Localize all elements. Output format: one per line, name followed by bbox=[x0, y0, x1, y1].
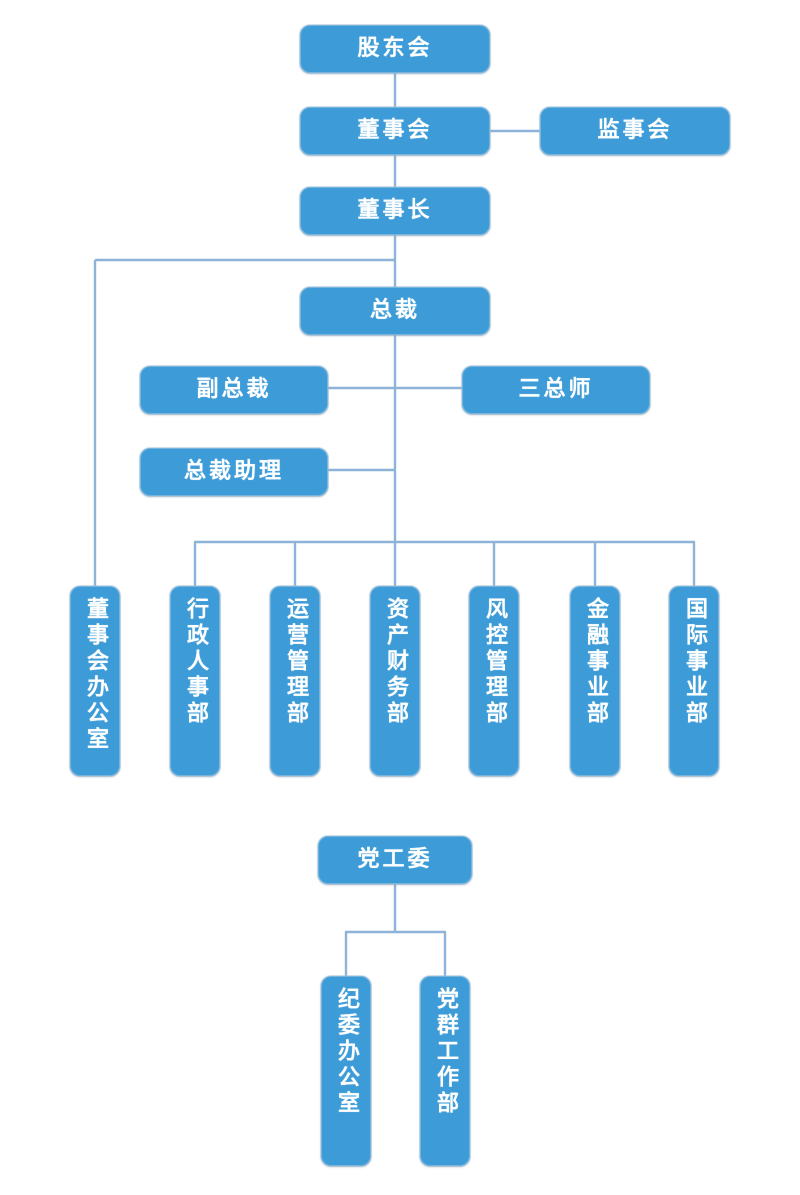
node-label: 行政人事部 bbox=[183, 597, 208, 727]
node-label: 监事会 bbox=[597, 118, 673, 144]
node-party-mass-work-dept[interactable]: 党群工作部 bbox=[420, 976, 470, 1166]
node-label: 总裁助理 bbox=[183, 459, 284, 485]
node-board-of-directors[interactable]: 董事会 bbox=[300, 107, 490, 155]
node-label: 金融事业部 bbox=[583, 597, 608, 727]
node-chairman[interactable]: 董事长 bbox=[300, 187, 490, 235]
node-label: 国际事业部 bbox=[682, 597, 707, 727]
node-admin-hr-dept[interactable]: 行政人事部 bbox=[170, 586, 220, 776]
node-president[interactable]: 总裁 bbox=[300, 287, 490, 335]
node-discipline-office[interactable]: 纪委办公室 bbox=[321, 976, 371, 1166]
node-board-office[interactable]: 董事会办公室 bbox=[70, 586, 120, 776]
node-label: 股东会 bbox=[357, 36, 433, 62]
node-label: 党工委 bbox=[357, 847, 433, 873]
node-label: 风控管理部 bbox=[482, 597, 507, 727]
node-label: 董事会办公室 bbox=[83, 597, 108, 753]
node-risk-control-dept[interactable]: 风控管理部 bbox=[469, 586, 519, 776]
node-label: 董事会 bbox=[357, 118, 433, 144]
node-label: 纪委办公室 bbox=[334, 987, 359, 1117]
node-asset-finance-dept[interactable]: 资产财务部 bbox=[370, 586, 420, 776]
node-finance-business-dept[interactable]: 金融事业部 bbox=[570, 586, 620, 776]
node-label: 总裁 bbox=[369, 298, 420, 324]
node-label: 党群工作部 bbox=[433, 987, 458, 1117]
node-operations-mgmt-dept[interactable]: 运营管理部 bbox=[270, 586, 320, 776]
node-label: 运营管理部 bbox=[283, 597, 308, 727]
node-three-chief-engineers[interactable]: 三总师 bbox=[462, 366, 650, 414]
node-label: 资产财务部 bbox=[383, 597, 408, 727]
node-label: 三总师 bbox=[518, 377, 594, 403]
node-label: 董事长 bbox=[357, 198, 433, 224]
node-shareholders-meeting[interactable]: 股东会 bbox=[300, 25, 490, 73]
node-board-of-supervisors[interactable]: 监事会 bbox=[540, 107, 730, 155]
node-label: 副总裁 bbox=[196, 377, 272, 403]
node-party-committee[interactable]: 党工委 bbox=[318, 836, 472, 884]
node-international-business-dept[interactable]: 国际事业部 bbox=[669, 586, 719, 776]
node-president-assistant[interactable]: 总裁助理 bbox=[140, 448, 328, 496]
node-vice-president[interactable]: 副总裁 bbox=[140, 366, 328, 414]
